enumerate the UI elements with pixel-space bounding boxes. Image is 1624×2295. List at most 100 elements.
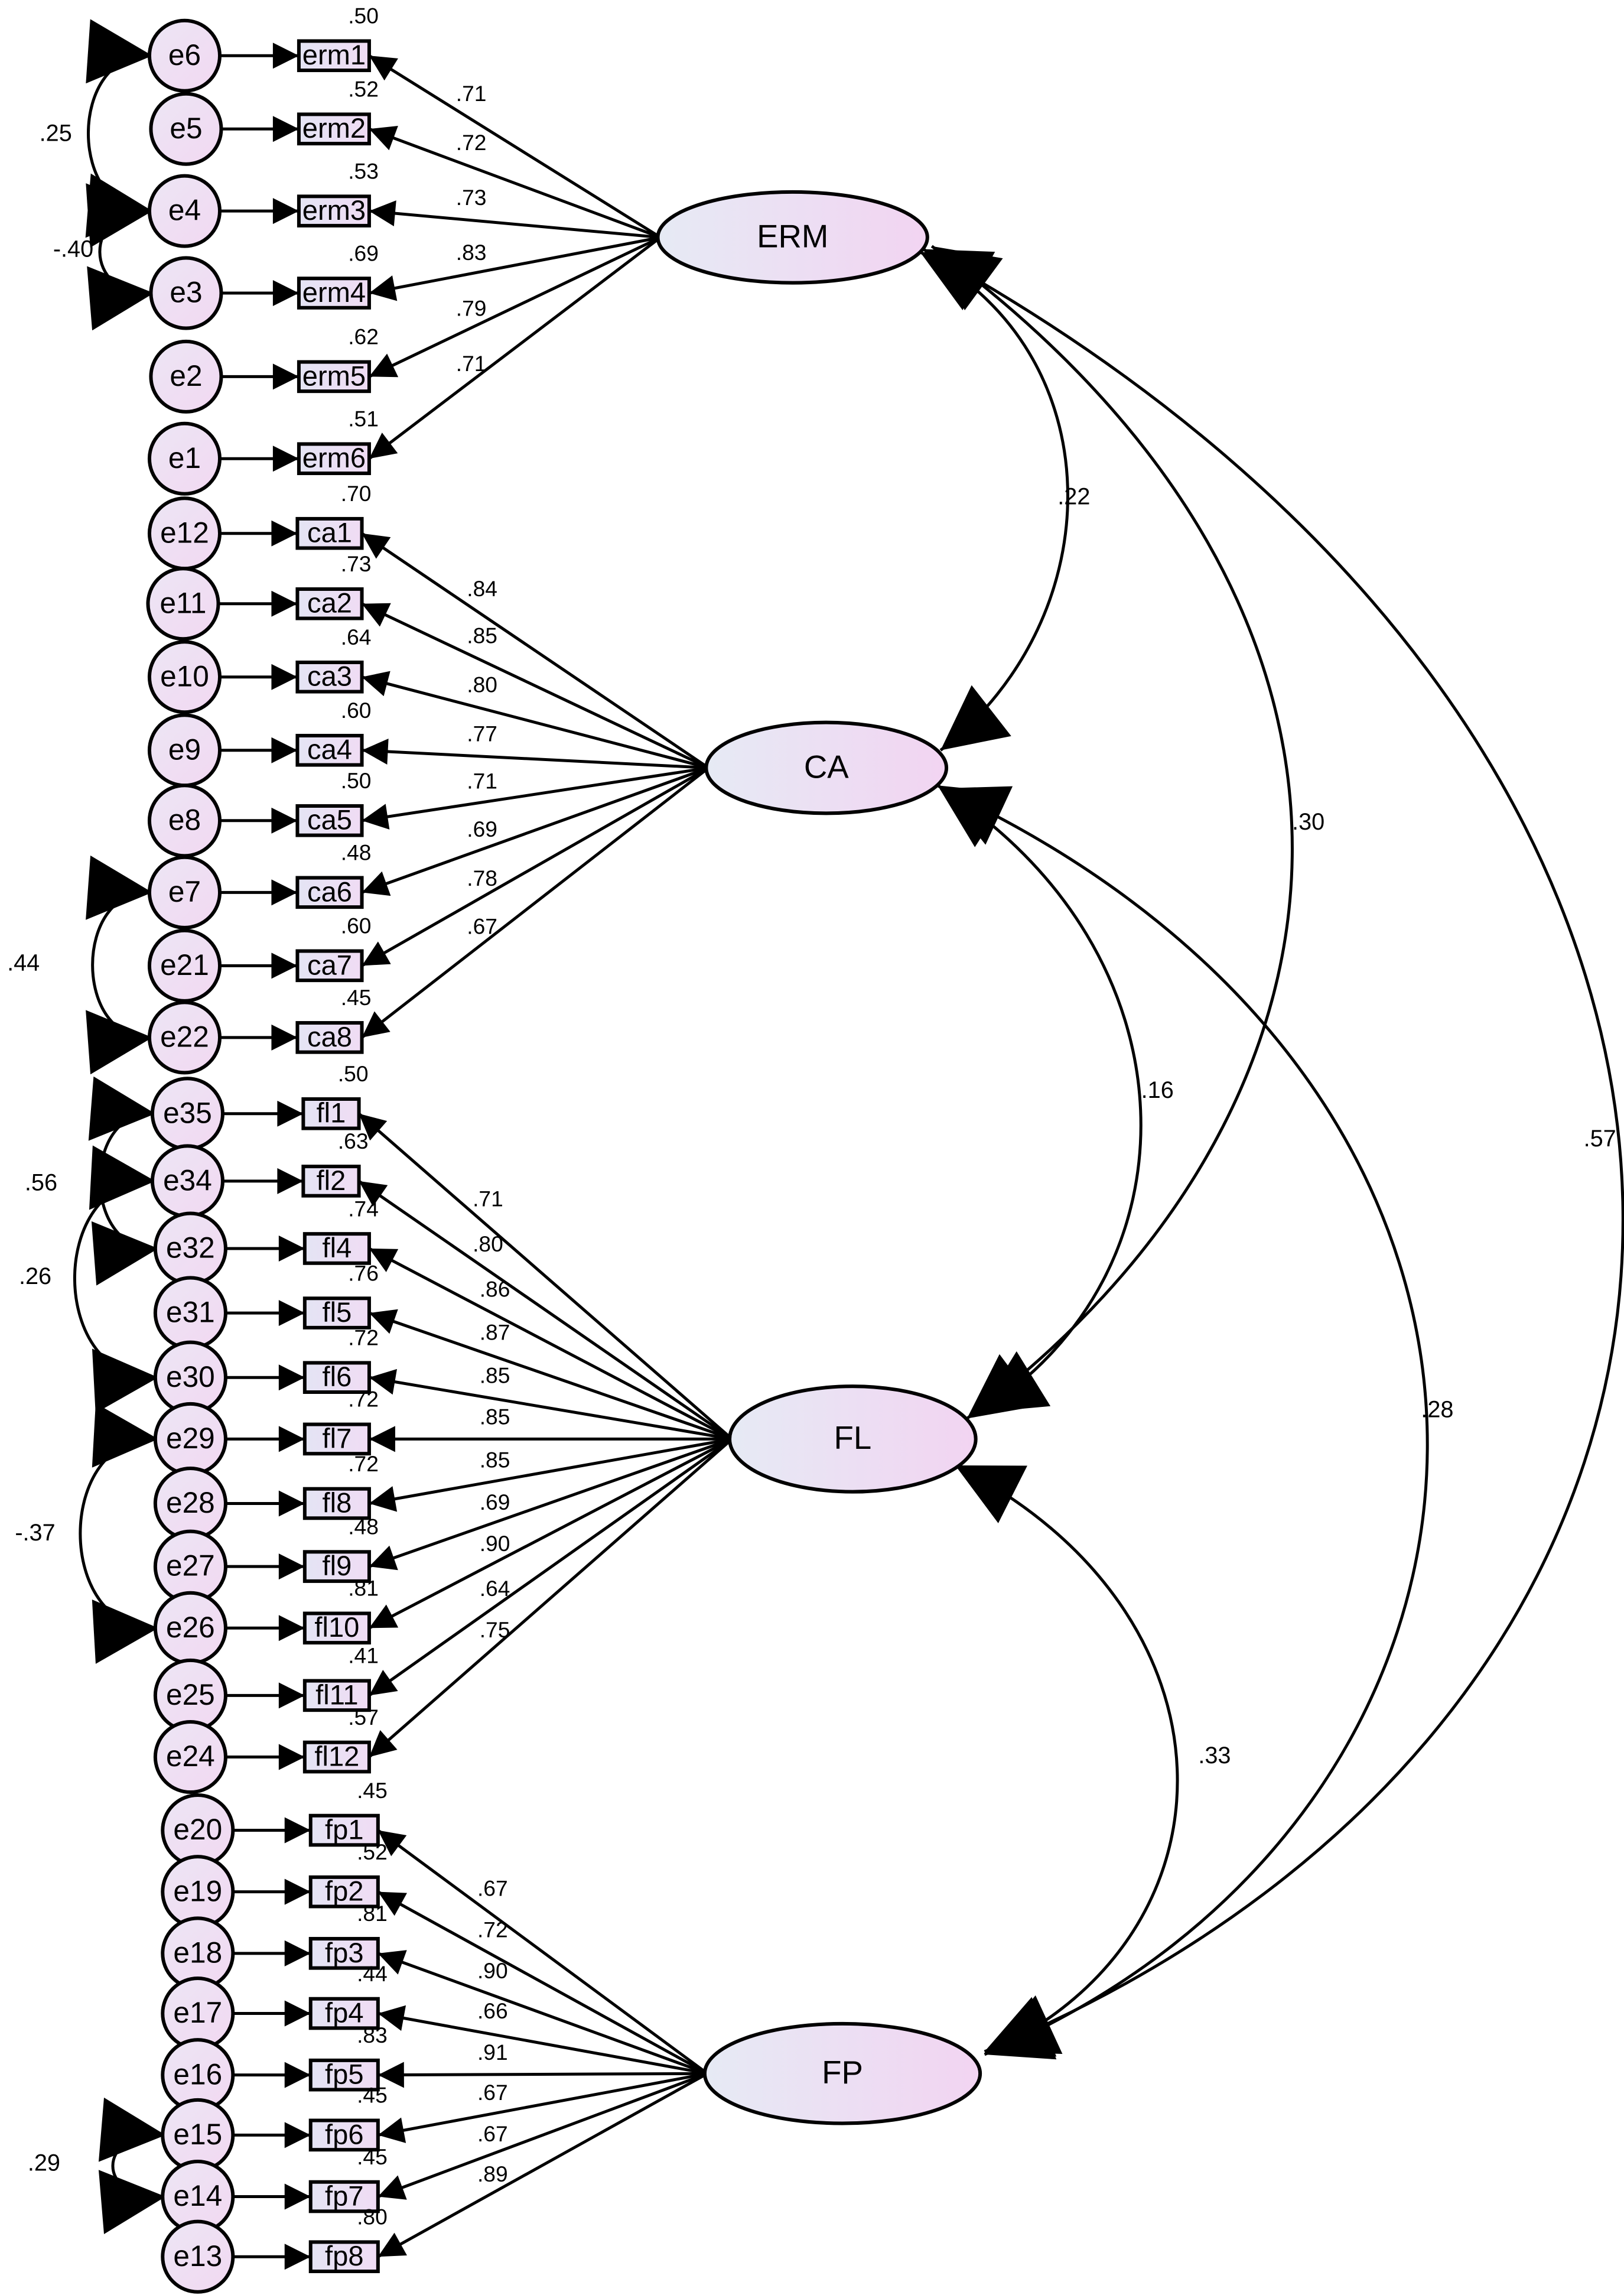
loading-label-fp4: .66 (477, 1998, 508, 2023)
error-node-e22 (147, 1000, 222, 1075)
error-node-e5 (149, 92, 223, 166)
r2-label-ca3: .64 (341, 625, 372, 649)
error-covariance-arc-e29-e26 (80, 1403, 158, 1664)
path-lines (74, 19, 1623, 2270)
error-label-e8: e8 (168, 803, 201, 836)
loading-label-fl2: .80 (473, 1231, 503, 1256)
indicator-label-erm5: erm5 (302, 360, 366, 391)
error-node-e4 (147, 174, 222, 248)
loading-path-erm1 (368, 54, 662, 239)
r2-label-fl4: .74 (348, 1196, 379, 1221)
error-label-e35: e35 (163, 1096, 212, 1129)
latent-label-CA: CA (804, 749, 849, 785)
loading-label-ca8: .67 (467, 914, 497, 938)
error-label-e16: e16 (173, 2057, 222, 2091)
indicator-box-fl4 (302, 1232, 371, 1265)
error-covariance-label-e4-e3: -.40 (53, 236, 93, 262)
indicator-label-fp2: fp2 (325, 1875, 364, 1907)
loading-path-erm2 (369, 125, 661, 239)
r2-label-fp2: .52 (357, 1839, 388, 1864)
error-covariance-arc-e15-e14 (99, 2098, 165, 2234)
r2-label-fp1: .45 (357, 1778, 388, 1803)
error-label-e22: e22 (160, 1020, 209, 1053)
indicator-box-fp6 (308, 2118, 380, 2152)
error-label-e10: e10 (160, 659, 209, 693)
indicator-label-fl1: fl1 (317, 1097, 346, 1129)
indicator-label-fl2: fl2 (317, 1165, 346, 1196)
indicator-label-ca7: ca7 (307, 949, 352, 980)
loading-label-ca2: .85 (467, 623, 497, 648)
r2-label-erm1: .50 (348, 4, 379, 28)
loading-label-fp6: .67 (477, 2080, 508, 2105)
indicator-box-ca7 (295, 949, 364, 983)
latent-label-FL: FL (834, 1420, 872, 1456)
indicator-label-ca3: ca3 (307, 661, 352, 692)
loading-path-fl11 (368, 1438, 733, 1697)
indicator-label-fp3: fp3 (325, 1937, 364, 1968)
r2-label-ca6: .48 (341, 840, 372, 865)
error-covariance-label-e7-e22: .44 (7, 950, 40, 976)
error-node-e13 (161, 2219, 235, 2294)
indicator-box-fp5 (308, 2058, 380, 2092)
r2-label-ca5: .50 (341, 768, 372, 793)
error-label-e3: e3 (170, 276, 202, 309)
error-covariance-label-e29-e26: -.37 (15, 1520, 55, 1546)
indicator-box-fp7 (308, 2180, 380, 2213)
loading-label-fp3: .90 (477, 1958, 508, 1983)
loading-label-erm4: .83 (456, 240, 487, 265)
error-node-e6 (147, 18, 222, 93)
error-covariance-label-e34-e30: .26 (19, 1263, 51, 1289)
r2-label-fl12: .57 (348, 1705, 379, 1730)
covariance-label-ERM-CA: .22 (1057, 484, 1090, 510)
r2-label-fl8: .72 (348, 1451, 379, 1476)
loading-path-ca4 (362, 739, 709, 770)
r2-label-fp5: .83 (357, 2023, 388, 2047)
loading-path-erm4 (369, 236, 661, 301)
loading-path-fp4 (377, 2005, 708, 2075)
loading-path-fl8 (369, 1437, 733, 1512)
indicator-label-fl8: fl8 (323, 1487, 352, 1518)
latent-node-FP (702, 2021, 982, 2125)
covariance-arc-ERM-FP (923, 249, 1623, 2057)
indicator-box-ca6 (295, 876, 364, 909)
indicator-box-fl7 (302, 1422, 371, 1456)
loading-label-fp2: .72 (477, 1917, 508, 1942)
r2-label-fl2: .63 (338, 1129, 369, 1153)
loading-label-fl11: .64 (480, 1576, 510, 1601)
latent-node-FL (728, 1384, 978, 1494)
indicator-label-fl9: fl9 (323, 1550, 352, 1581)
loading-path-fl9 (369, 1438, 733, 1571)
error-label-e9: e9 (168, 733, 201, 766)
indicator-box-fl5 (302, 1296, 371, 1329)
loading-path-fp2 (377, 1890, 708, 2075)
indicator-box-fl1 (301, 1097, 361, 1130)
loading-label-erm6: .71 (456, 351, 487, 376)
indicator-label-fl10: fl10 (314, 1611, 359, 1643)
indicator-box-fl9 (302, 1550, 371, 1583)
error-label-e19: e19 (173, 1874, 222, 1907)
error-label-e29: e29 (166, 1422, 215, 1455)
r2-label-ca7: .60 (341, 914, 372, 938)
error-node-e2 (149, 339, 223, 414)
covariance-arc-ERM-CA (920, 252, 1068, 750)
error-node-e24 (153, 1720, 227, 1795)
loading-path-fl4 (368, 1247, 733, 1441)
error-label-e12: e12 (160, 516, 209, 549)
error-covariance-label-e15-e14: .29 (28, 2150, 60, 2176)
error-label-e27: e27 (166, 1549, 215, 1582)
loading-label-fl5: .87 (480, 1320, 510, 1345)
indicator-label-fl5: fl5 (323, 1296, 352, 1328)
error-label-e1: e1 (168, 441, 201, 474)
indicator-box-erm2 (297, 112, 371, 146)
loading-path-fp3 (377, 1950, 708, 2075)
loading-path-fl10 (368, 1438, 733, 1630)
error-label-e31: e31 (166, 1296, 215, 1329)
error-label-e2: e2 (170, 359, 202, 392)
error-label-e14: e14 (173, 2179, 222, 2212)
loading-path-fp7 (377, 2072, 708, 2200)
indicator-box-fp4 (308, 1997, 380, 2030)
loading-path-ca7 (361, 766, 710, 967)
indicator-label-erm3: erm3 (302, 194, 366, 226)
loading-path-ca1 (361, 532, 710, 769)
error-covariance-arc-e7-e22 (86, 856, 152, 1075)
